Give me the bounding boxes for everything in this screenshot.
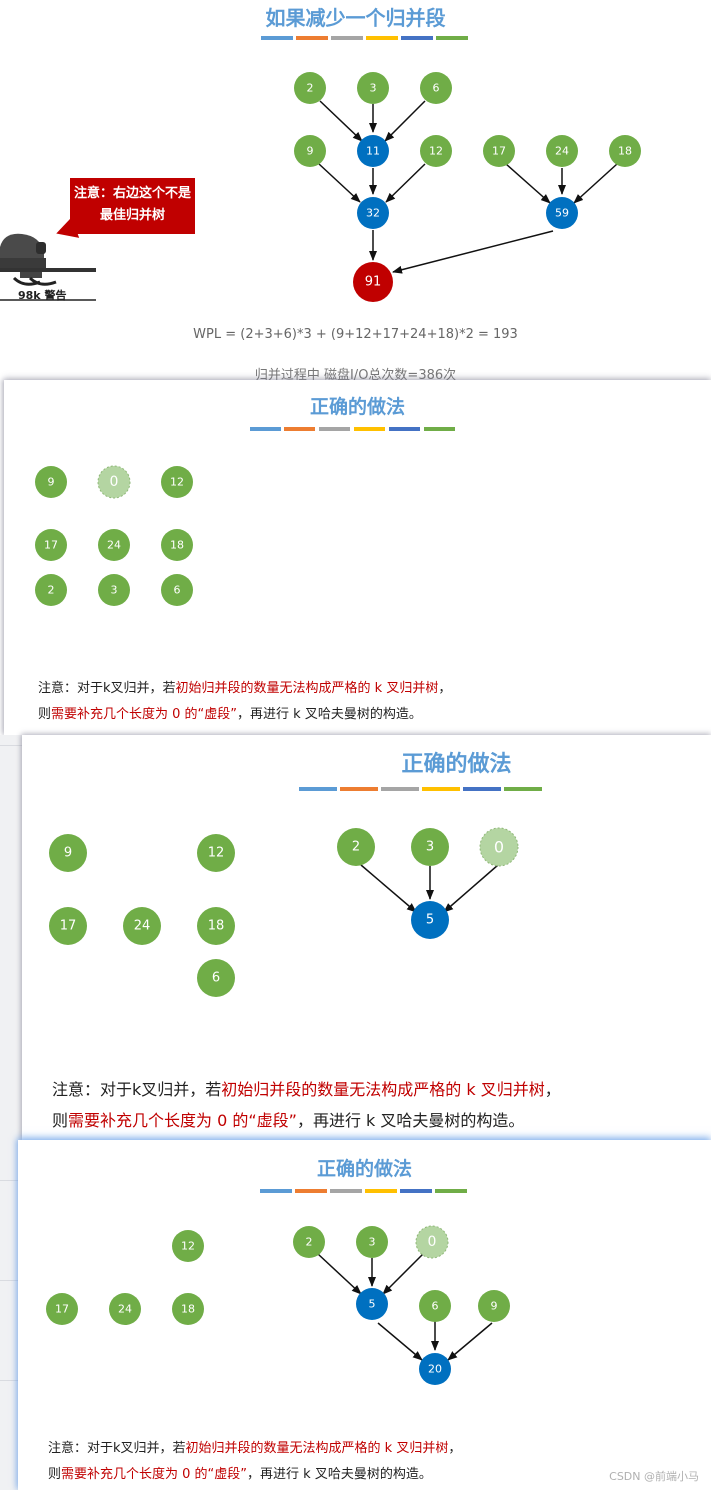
note-text-part: 注意：对于k叉归并，若 xyxy=(48,1441,186,1456)
note-highlight: 需要补充几个长度为 0 的“虚段” xyxy=(61,1467,247,1482)
note-text: 注意：对于k叉归并，若初始归并段的数量无法构成严格的 k 叉归并树， 则需要补充… xyxy=(48,1436,461,1488)
edge-divider xyxy=(0,745,22,746)
note-text-part: 注意：对于k叉归并，若 xyxy=(52,1080,221,1099)
node-label: 9 xyxy=(491,1300,498,1313)
node-label: 0 xyxy=(494,838,504,857)
tree-edge xyxy=(448,1323,492,1360)
tree-edge xyxy=(506,164,550,203)
node-label: 24 xyxy=(555,145,569,158)
note-highlight: 需要补充几个长度为 0 的“虚段” xyxy=(68,1111,297,1130)
note-text: 注意：对于k叉归并，若初始归并段的数量无法构成严格的 k 叉归并树， 则需要补充… xyxy=(52,1074,561,1136)
node-label: 2 xyxy=(352,840,360,855)
node-label: 3 xyxy=(111,584,118,597)
node-label: 20 xyxy=(428,1363,442,1376)
tree-edge xyxy=(393,231,553,272)
note-text-part: ，再进行 k 叉哈夫曼树的构造。 xyxy=(237,707,422,722)
node-label: 9 xyxy=(64,846,72,861)
node-label: 0 xyxy=(110,474,119,490)
note-text-part: 则 xyxy=(48,1467,61,1482)
watermark: CSDN @前端小马 xyxy=(609,1468,699,1484)
node-label: 6 xyxy=(174,584,181,597)
node-label: 18 xyxy=(208,919,225,934)
segment-nodes: 9 0 12 17 24 18 2 3 6 xyxy=(35,466,193,606)
node-label: 9 xyxy=(48,476,55,489)
node-label: 9 xyxy=(307,145,314,158)
node-label: 12 xyxy=(181,1240,195,1253)
slide-correct-approach-1: 正确的做法 9 0 12 17 24 18 2 3 6 xyxy=(4,380,711,735)
tree-edge xyxy=(385,101,425,141)
node-label: 6 xyxy=(432,1300,439,1313)
slide-correct-approach-3: 正确的做法 12 17 24 18 xyxy=(18,1140,711,1490)
tree-edge xyxy=(574,164,617,203)
node-label: 91 xyxy=(365,275,382,290)
tree-edge xyxy=(378,1323,422,1360)
node-label: 18 xyxy=(170,539,184,552)
tree-nodes: 2 3 6 9 11 12 17 24 18 32 59 91 xyxy=(294,72,641,302)
node-label: 12 xyxy=(208,846,225,861)
node-label: 6 xyxy=(212,971,220,986)
note-line-1: 注意：对于k叉归并，若初始归并段的数量无法构成严格的 k 叉归并树， xyxy=(48,1436,461,1462)
node-label: 5 xyxy=(426,913,434,928)
note-line-1: 注意：对于k叉归并，若初始归并段的数量无法构成严格的 k 叉归并树， xyxy=(38,676,451,702)
node-label: 18 xyxy=(618,145,632,158)
tree-edge xyxy=(320,101,362,141)
note-text-part: 注意：对于k叉归并，若 xyxy=(38,681,176,696)
node-label: 2 xyxy=(307,82,314,95)
note-text-part: ，再进行 k 叉哈夫曼树的构造。 xyxy=(247,1467,432,1482)
node-label: 59 xyxy=(555,207,569,220)
note-line-2: 则需要补充几个长度为 0 的“虚段”，再进行 k 叉哈夫曼树的构造。 xyxy=(52,1105,561,1136)
node-label: 0 xyxy=(428,1234,437,1250)
node-label: 24 xyxy=(118,1303,132,1316)
node-label: 17 xyxy=(55,1303,69,1316)
note-highlight: 初始归并段的数量无法构成严格的 k 叉归并树 xyxy=(186,1441,449,1456)
node-label: 2 xyxy=(306,1236,313,1249)
node-label: 5 xyxy=(369,1298,376,1311)
node-label: 2 xyxy=(48,584,55,597)
note-line-2: 则需要补充几个长度为 0 的“虚段”，再进行 k 叉哈夫曼树的构造。 xyxy=(48,1462,461,1488)
tree-edge xyxy=(361,865,416,912)
note-text-part: 则 xyxy=(38,707,51,722)
tree-edge xyxy=(319,164,360,202)
note-text-part: ， xyxy=(448,1441,461,1456)
node-label: 24 xyxy=(134,919,151,934)
node-label: 12 xyxy=(429,145,443,158)
note-highlight: 初始归并段的数量无法构成严格的 k 叉归并树 xyxy=(176,681,439,696)
note-line-2: 则需要补充几个长度为 0 的“虚段”，再进行 k 叉哈夫曼树的构造。 xyxy=(38,702,451,728)
node-label: 12 xyxy=(170,476,184,489)
node-label: 3 xyxy=(426,840,434,855)
node-label: 32 xyxy=(366,207,380,220)
note-text-part: ， xyxy=(438,681,451,696)
note-highlight: 初始归并段的数量无法构成严格的 k 叉归并树 xyxy=(221,1080,544,1099)
note-text-part: ，再进行 k 叉哈夫曼树的构造。 xyxy=(297,1111,524,1130)
node-label: 17 xyxy=(44,539,58,552)
bad-merge-tree: 2 3 6 9 11 12 17 24 18 32 59 91 xyxy=(0,0,711,380)
tree-edge xyxy=(318,1254,361,1294)
tree-edge xyxy=(383,1254,423,1294)
note-line-1: 注意：对于k叉归并，若初始归并段的数量无法构成严格的 k 叉归并树， xyxy=(52,1074,561,1105)
note-highlight: 需要补充几个长度为 0 的“虚段” xyxy=(51,707,237,722)
node-label: 24 xyxy=(107,539,121,552)
node-label: 11 xyxy=(366,145,380,158)
wpl-formula: WPL = (2+3+6)*3 + (9+12+17+24+18)*2 = 19… xyxy=(0,327,711,342)
note-text: 注意：对于k叉归并，若初始归并段的数量无法构成严格的 k 叉归并树， 则需要补充… xyxy=(38,676,451,728)
node-label: 17 xyxy=(60,919,77,934)
note-text-part: ， xyxy=(545,1080,561,1099)
node-label: 3 xyxy=(370,82,377,95)
node-label: 3 xyxy=(369,1236,376,1249)
node-label: 6 xyxy=(433,82,440,95)
slide-correct-approach-2: 正确的做法 9 12 17 24 18 xyxy=(22,735,711,1140)
slide-reduce-one-segment: 如果减少一个归并段 注意：右边这个不是最佳归并树 98k 警告 xyxy=(0,0,711,380)
node-label: 17 xyxy=(492,145,506,158)
tree-edge xyxy=(386,164,425,202)
node-label: 18 xyxy=(181,1303,195,1316)
segment-nodes: 12 17 24 18 2 3 0 5 6 9 20 xyxy=(46,1226,510,1385)
tree-edge xyxy=(444,865,498,912)
segment-nodes: 9 12 17 24 18 6 2 3 0 5 xyxy=(49,828,518,997)
note-text-part: 则 xyxy=(52,1111,68,1130)
